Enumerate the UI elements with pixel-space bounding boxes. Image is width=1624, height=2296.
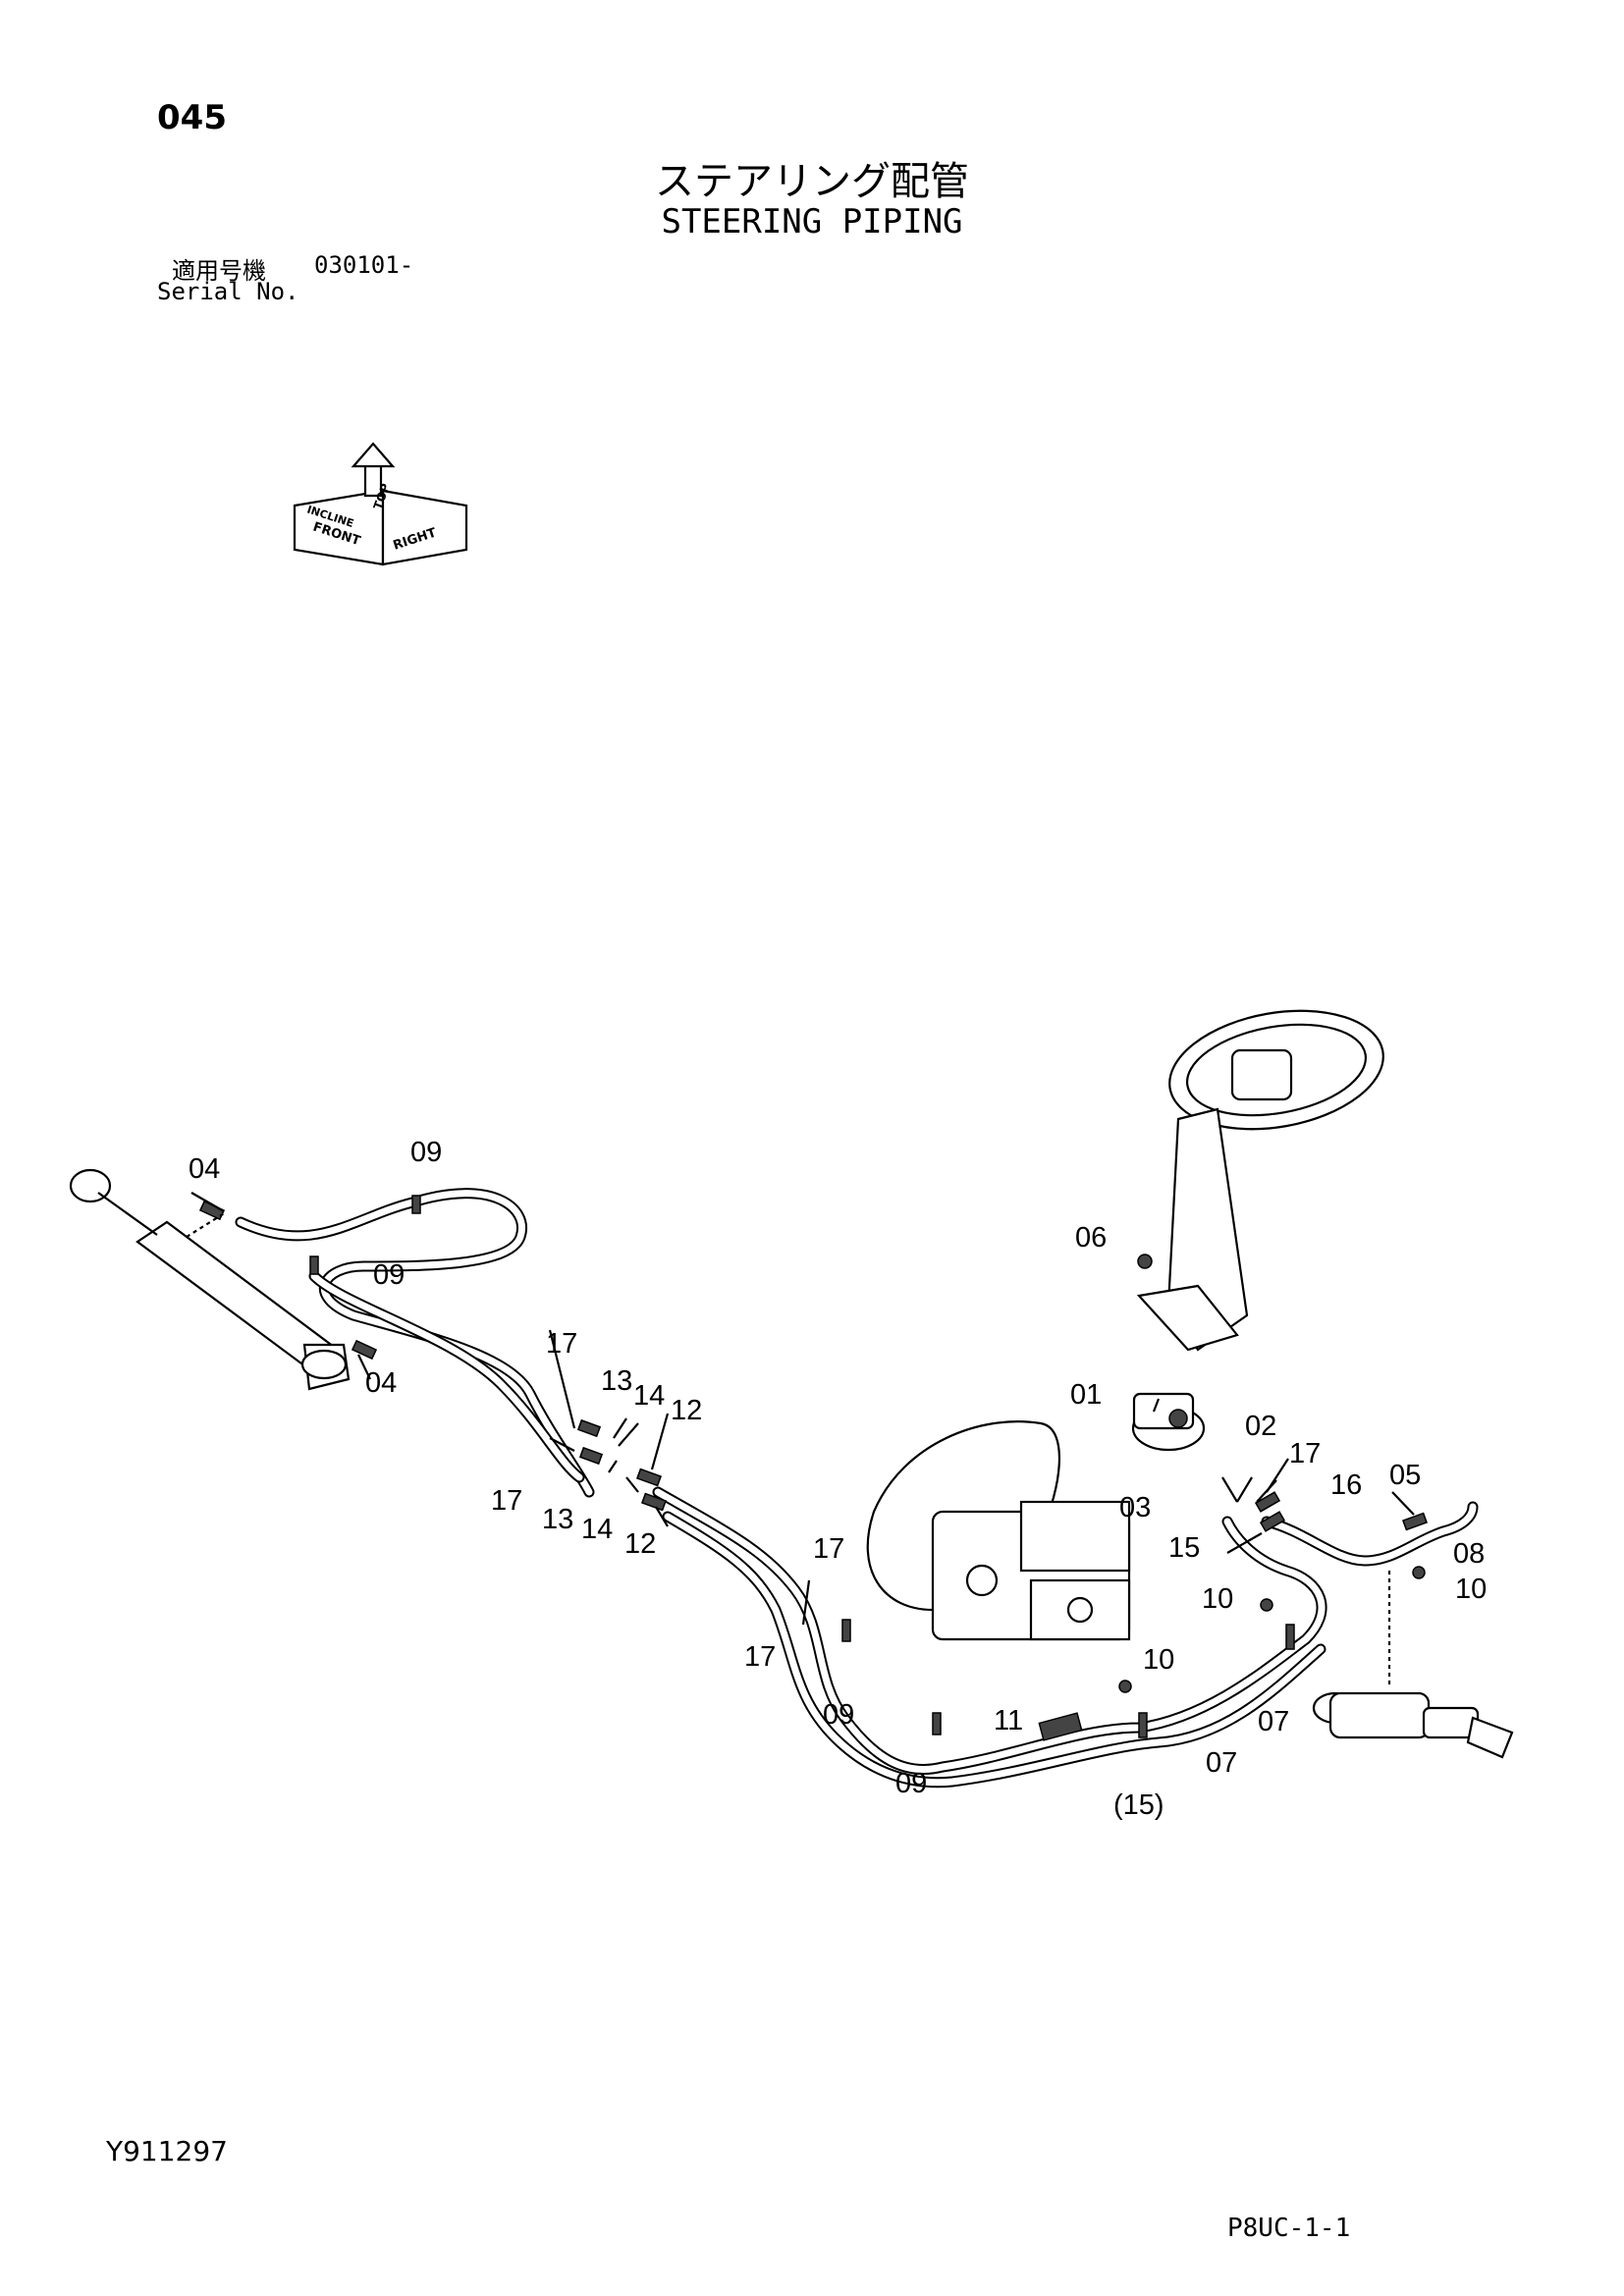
callout-11: 11 <box>994 1705 1023 1736</box>
callout-15-paren: (15) <box>1113 1789 1164 1821</box>
callout-10-right: 10 <box>1202 1583 1233 1615</box>
callout-04-bottom: 04 <box>365 1367 397 1399</box>
steering-column <box>1136 1009 1384 1352</box>
page-title-english: STEERING PIPING <box>661 202 963 241</box>
priority-valve <box>1312 1691 1514 1759</box>
callout-09-center: 09 <box>823 1699 854 1731</box>
callout-17-right: 17 <box>1289 1438 1321 1469</box>
callout-07-lower: 07 <box>1206 1747 1237 1779</box>
page-number: 045 <box>157 98 227 137</box>
callout-08: 08 <box>1453 1538 1485 1570</box>
orbitrol-valve <box>1131 1392 1206 1452</box>
sheet-id: P8UC-1-1 <box>1227 2214 1351 2243</box>
callout-02: 02 <box>1245 1411 1276 1442</box>
callout-17-upper: 17 <box>546 1328 577 1360</box>
callout-14-upper: 14 <box>633 1380 665 1412</box>
callout-05: 05 <box>1389 1460 1421 1491</box>
serial-number-value: 030101- <box>314 251 414 279</box>
callout-16: 16 <box>1330 1469 1362 1501</box>
callout-09-bottom: 09 <box>895 1768 927 1799</box>
serial-label-japanese: 適用号機 <box>172 257 266 285</box>
callout-14-lower: 14 <box>581 1514 613 1545</box>
callout-12-lower: 12 <box>624 1528 656 1560</box>
callout-10-center: 10 <box>1143 1644 1174 1676</box>
callout-12-upper: 12 <box>671 1395 702 1426</box>
callout-10-far-right: 10 <box>1455 1574 1487 1605</box>
leader-lines <box>186 1192 1415 1688</box>
callout-15: 15 <box>1168 1532 1200 1564</box>
callout-17-center-upper: 17 <box>813 1533 844 1565</box>
page-title-japanese: ステアリング配管 <box>655 159 969 204</box>
callout-01: 01 <box>1070 1379 1102 1411</box>
callout-labels: 04 09 09 04 17 17 13 14 12 13 14 12 17 1… <box>189 1137 1487 1821</box>
callout-04-top: 04 <box>189 1153 220 1185</box>
callout-17-lower: 17 <box>491 1485 522 1517</box>
callout-03: 03 <box>1119 1492 1151 1523</box>
orientation-icon: FRONT RIGHT TOP INCLINE <box>293 442 468 566</box>
hose-fittings <box>198 1200 1429 1741</box>
callout-17-center-lower: 17 <box>744 1641 776 1673</box>
steering-hoses <box>235 1188 1479 1789</box>
steering-cylinder <box>69 1168 351 1391</box>
callout-07-right: 07 <box>1258 1706 1289 1737</box>
drawing-id: Y911297 <box>106 2135 228 2167</box>
callout-13-upper: 13 <box>601 1365 632 1397</box>
callout-09-mid: 09 <box>373 1259 405 1291</box>
callout-09-top: 09 <box>410 1137 442 1168</box>
callout-13-lower: 13 <box>542 1504 573 1535</box>
serial-label-english: Serial No. <box>157 278 299 305</box>
hose-clamps <box>309 1195 1426 1738</box>
hydraulic-pump <box>866 1420 1131 1641</box>
callout-06: 06 <box>1075 1222 1107 1254</box>
